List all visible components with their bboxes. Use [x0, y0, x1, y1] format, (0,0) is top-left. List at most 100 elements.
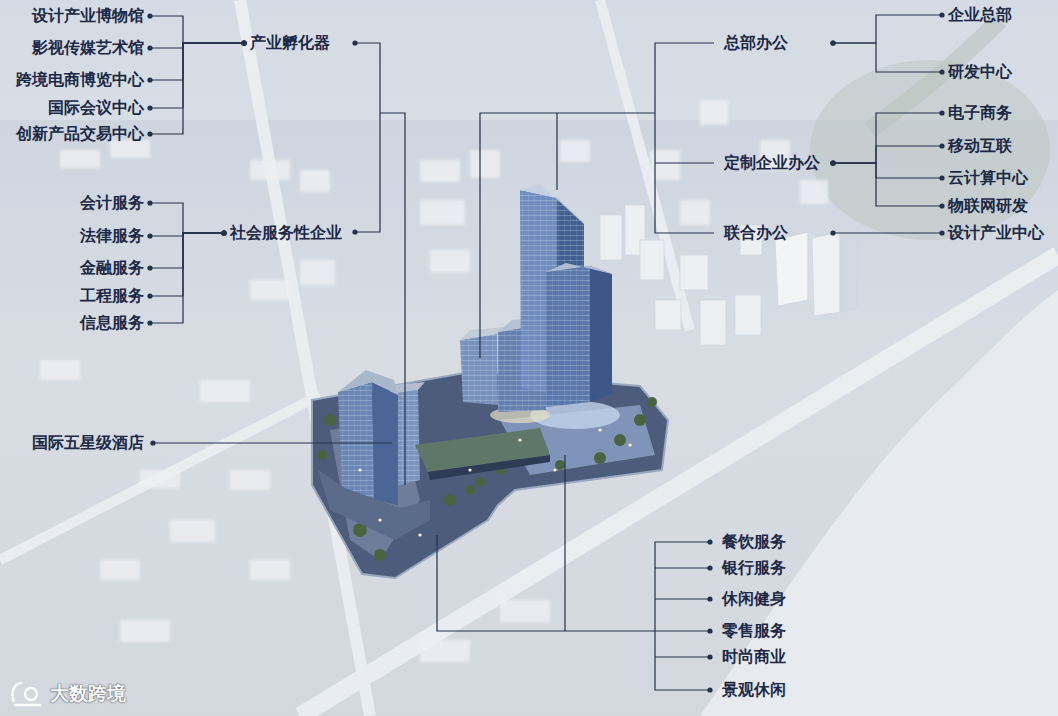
city-block: [680, 200, 710, 225]
leader-dot: [352, 229, 357, 234]
bracket-connector: [150, 233, 224, 323]
bracket-connector: [833, 146, 942, 163]
connector-dot: [221, 230, 226, 235]
tree: [594, 452, 606, 464]
leader-line: [380, 113, 405, 485]
node-text: 定制企业办公: [724, 153, 827, 173]
connector-dot: [147, 77, 152, 82]
city-block: [250, 560, 290, 580]
white-building: [700, 300, 726, 345]
leader-dot: [707, 687, 712, 692]
node-text: 物联网研发: [948, 196, 1028, 216]
amenity-label: 银行服务: [716, 558, 792, 578]
node-text: 联合办公: [724, 223, 827, 243]
city-block: [700, 100, 728, 125]
category-label: 社会服务性企业: [224, 223, 348, 243]
bracket-connector: [150, 203, 224, 233]
city-block: [500, 600, 550, 622]
road: [300, 255, 1058, 716]
hotel-building: [338, 370, 398, 395]
city-block: [250, 280, 290, 300]
connector-dot: [241, 40, 246, 45]
category-label: 总部办公: [718, 33, 833, 53]
connector-dot: [939, 12, 944, 17]
hotel-building: [338, 382, 374, 500]
item-label: 设计产业博物馆: [26, 6, 150, 26]
category-label: 产业孵化器: [244, 33, 336, 53]
leader-line: [655, 542, 710, 690]
connector-dot: [830, 160, 835, 165]
node-text: 影视传媒艺术馆: [32, 38, 144, 58]
sky-bridge: [428, 455, 550, 480]
connector-dot: [221, 230, 226, 235]
amenity-label: 时尚商业: [716, 647, 792, 667]
leader-dot: [352, 40, 357, 45]
white-building: [735, 295, 761, 335]
connector-dot: [147, 233, 152, 238]
tree: [647, 397, 657, 407]
bracket-connector: [833, 43, 942, 72]
white-building: [600, 215, 622, 260]
leader-line: [437, 535, 655, 631]
item-label: 会计服务: [74, 193, 150, 213]
leader-line: [655, 656, 710, 657]
city-block: [420, 160, 460, 182]
item-label: 移动互联: [942, 136, 1018, 156]
tree: [614, 434, 626, 446]
tower-complex: [546, 263, 612, 274]
city-block: [40, 100, 828, 662]
bracket-connector: [833, 163, 942, 178]
white-building: [840, 232, 857, 312]
city-block: [60, 150, 100, 168]
bracket-connector: [833, 232, 942, 233]
connector-dot: [830, 40, 835, 45]
night-light: [628, 443, 631, 446]
node-text: 电子商务: [948, 103, 1012, 123]
item-label: 国际会议中心: [42, 98, 150, 118]
connector-dot: [147, 293, 152, 298]
hotel-building: [338, 382, 374, 500]
leader-dot: [707, 565, 712, 570]
node-text: 国际会议中心: [48, 98, 144, 118]
leader-dot: [707, 596, 712, 601]
connector-dot: [241, 40, 246, 45]
leader-line: [355, 43, 380, 232]
night-light: [358, 468, 361, 471]
tree: [317, 450, 327, 460]
bracket-connector: [833, 15, 942, 43]
night-light: [518, 438, 521, 441]
node-text: 社会服务性企业: [230, 223, 342, 243]
node-text: 企业总部: [948, 5, 1012, 25]
road: [0, 395, 320, 560]
item-label: 设计产业中心: [942, 223, 1050, 243]
connector-dot: [939, 203, 944, 208]
hotel-building: [318, 370, 430, 540]
building-label: 国际五星级酒店: [26, 433, 150, 453]
leader-line: [153, 43, 714, 690]
tower-complex: [460, 334, 498, 405]
leader-line: [655, 43, 714, 233]
tower-complex: [520, 184, 584, 224]
node-text: 设计产业博物馆: [32, 6, 144, 26]
connector-dot: [147, 13, 152, 18]
tower-complex: [546, 266, 590, 407]
watermark-logo: [12, 683, 22, 702]
city-block: [430, 250, 470, 272]
bracket-connector: [833, 113, 942, 163]
road: [600, 0, 690, 330]
night-light: [418, 533, 421, 536]
night-light: [598, 428, 601, 431]
item-label: 影视传媒艺术馆: [26, 38, 150, 58]
node-text: 法律服务: [80, 226, 144, 246]
night-light: [358, 428, 631, 536]
connector-dot: [830, 40, 835, 45]
leader-line: [655, 162, 714, 163]
city-block: [420, 640, 470, 662]
category-label: 联合办公: [718, 223, 833, 243]
leader-dot: [707, 628, 712, 633]
white-building: [640, 240, 664, 280]
item-label: 电子商务: [942, 103, 1018, 123]
